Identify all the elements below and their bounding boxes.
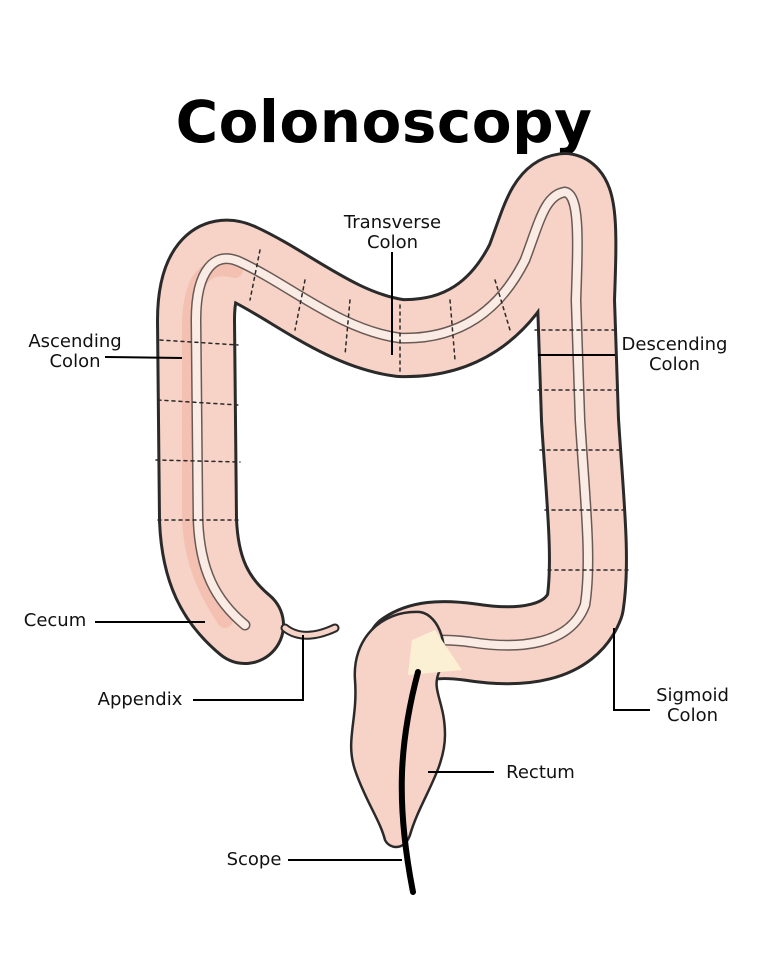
label-scope: Scope [226,849,282,870]
leader-lines [95,252,650,861]
label-line: Colon [666,705,718,726]
label-appendix: Appendix [97,689,183,710]
label-line: Colon [366,232,418,253]
label-line: Descending [621,334,728,355]
label-line: Colon [648,354,700,375]
label-cecum: Cecum [23,610,87,631]
label-line: Sigmoid [656,685,729,706]
page-title: Colonoscopy [175,88,593,156]
label-rectum: Rectum [506,762,575,783]
label-line: Colon [49,351,101,372]
scope-light [408,630,462,675]
label-line: Ascending [28,331,122,352]
label-line: Transverse [343,212,442,233]
large-intestine [155,152,629,690]
scope-tube [398,669,421,895]
